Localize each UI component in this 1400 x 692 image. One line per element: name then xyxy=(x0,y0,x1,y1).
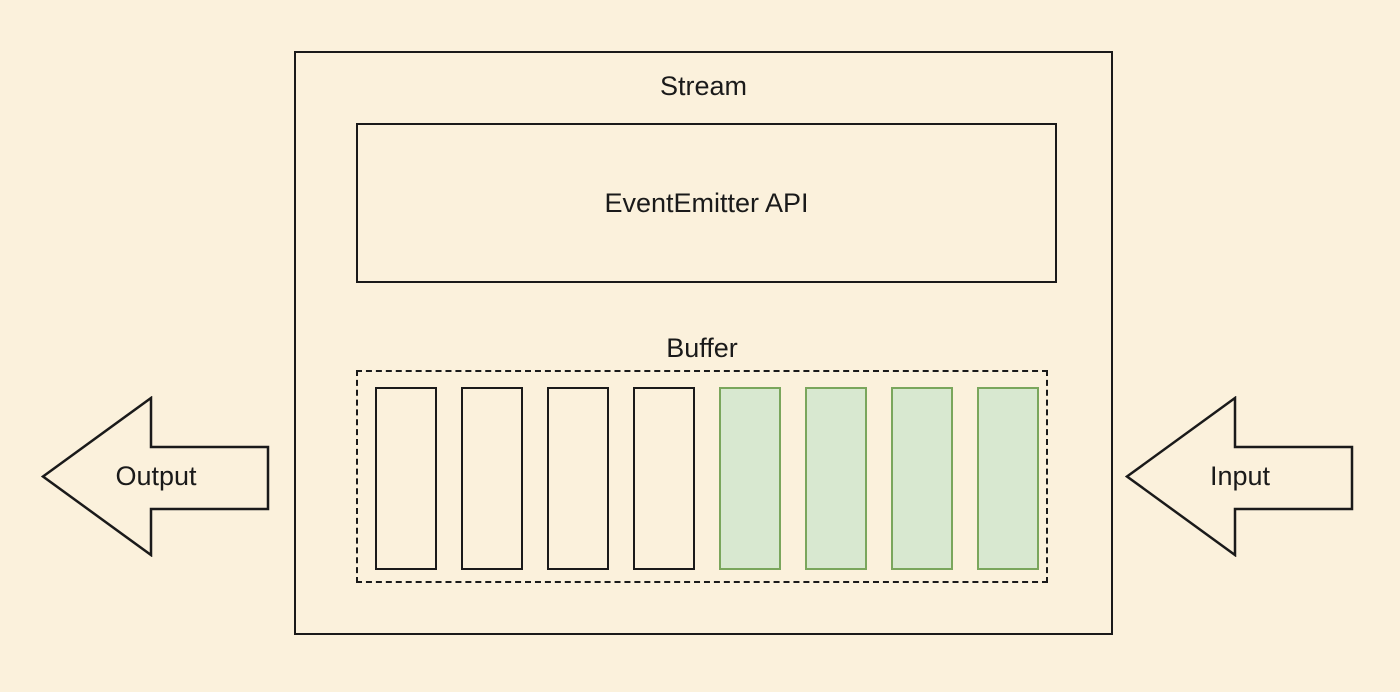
buffer-cells xyxy=(375,387,1039,570)
buffer-cell-empty xyxy=(375,387,437,570)
event-emitter-label: EventEmitter API xyxy=(604,187,809,218)
input-arrow-icon xyxy=(1125,396,1355,557)
stream-box xyxy=(294,51,1113,635)
buffer-box xyxy=(356,370,1048,583)
stream-title: Stream xyxy=(659,71,748,101)
buffer-cell-filled xyxy=(891,387,953,570)
output-arrow-icon xyxy=(41,396,271,557)
buffer-cell-empty xyxy=(633,387,695,570)
buffer-title: Buffer xyxy=(666,333,738,363)
buffer-cell-empty xyxy=(461,387,523,570)
event-emitter-box: EventEmitter API xyxy=(356,123,1057,283)
buffer-cell-filled xyxy=(719,387,781,570)
buffer-cell-filled xyxy=(977,387,1039,570)
buffer-cell-empty xyxy=(547,387,609,570)
buffer-cell-filled xyxy=(805,387,867,570)
